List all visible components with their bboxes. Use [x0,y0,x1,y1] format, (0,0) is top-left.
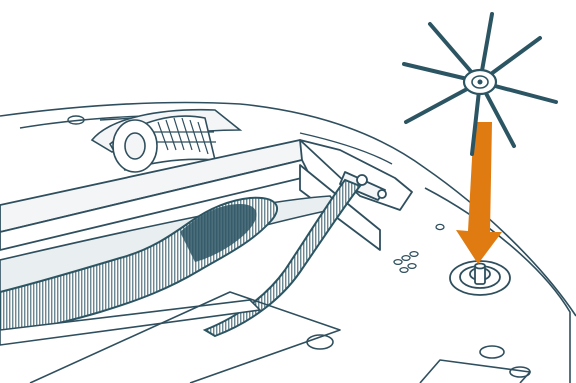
brush-mount-icon [450,261,510,295]
down-arrow-icon [456,122,502,264]
vent-dots [394,224,444,272]
